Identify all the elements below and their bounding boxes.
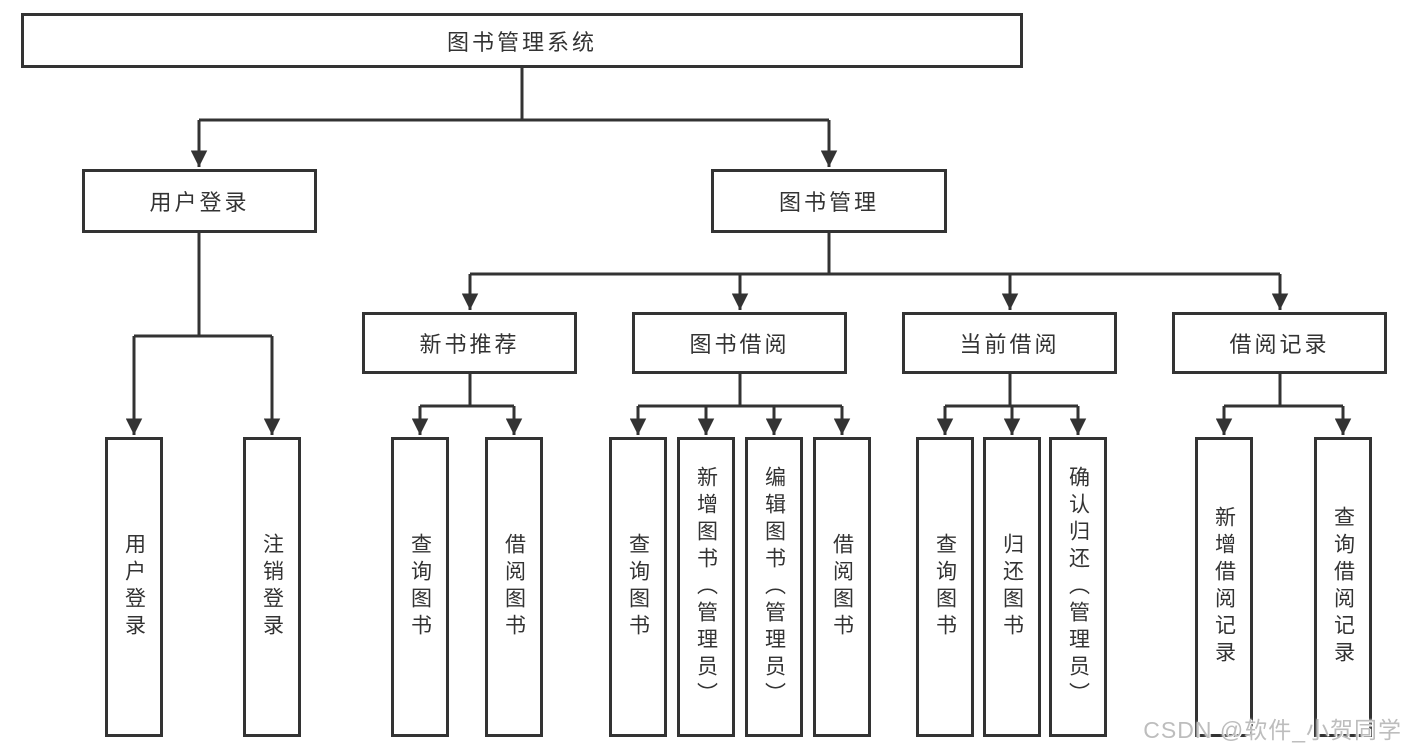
leaf-logout: 注销登录 bbox=[243, 437, 301, 737]
leaf-logout-label: 注销登录 bbox=[260, 533, 284, 641]
leaf-current-query-book: 查询图书 bbox=[916, 437, 974, 737]
leaf-recommend-query-book-label: 查询图书 bbox=[408, 533, 432, 641]
leaf-current-confirm-return-admin-label: 确认归还（管理员） bbox=[1066, 465, 1090, 709]
borrow-children-connector bbox=[629, 374, 851, 435]
node-borrow-record: 借阅记录 bbox=[1172, 312, 1387, 374]
leaf-record-add-borrow-record-label: 新增借阅记录 bbox=[1212, 506, 1236, 668]
csdn-watermark: CSDN @软件_小贺同学 bbox=[1143, 717, 1402, 743]
leaf-user-login: 用户登录 bbox=[105, 437, 163, 737]
node-current-borrow: 当前借阅 bbox=[902, 312, 1117, 374]
leaf-record-query-borrow-record-label: 查询借阅记录 bbox=[1331, 506, 1355, 668]
leaf-record-add-borrow-record: 新增借阅记录 bbox=[1195, 437, 1253, 737]
leaf-recommend-borrow-book-label: 借阅图书 bbox=[502, 533, 526, 641]
leaf-recommend-borrow-book: 借阅图书 bbox=[485, 437, 543, 737]
leaf-current-return-book-label: 归还图书 bbox=[1000, 533, 1024, 641]
leaf-record-query-borrow-record: 查询借阅记录 bbox=[1314, 437, 1372, 737]
node-book-management: 图书管理 bbox=[711, 169, 947, 233]
leaf-current-confirm-return-admin: 确认归还（管理员） bbox=[1049, 437, 1107, 737]
leaf-borrow-query-book: 查询图书 bbox=[609, 437, 667, 737]
leaf-borrow-borrow-book: 借阅图书 bbox=[813, 437, 871, 737]
leaf-borrow-add-book-admin: 新增图书（管理员） bbox=[677, 437, 735, 737]
login-children-connector bbox=[125, 233, 281, 435]
leaf-current-query-book-label: 查询图书 bbox=[933, 533, 957, 641]
current-children-connector bbox=[936, 374, 1087, 435]
leaf-current-return-book: 归还图书 bbox=[983, 437, 1041, 737]
node-root-library-system: 图书管理系统 bbox=[21, 13, 1023, 68]
record-children-connector bbox=[1215, 374, 1352, 435]
node-user-login: 用户登录 bbox=[82, 169, 317, 233]
leaf-user-login-label: 用户登录 bbox=[122, 533, 146, 641]
leaf-borrow-borrow-book-label: 借阅图书 bbox=[830, 533, 854, 641]
node-new-book-recommend: 新书推荐 bbox=[362, 312, 577, 374]
leaf-recommend-query-book: 查询图书 bbox=[391, 437, 449, 737]
leaf-borrow-edit-book-admin: 编辑图书（管理员） bbox=[745, 437, 803, 737]
leaf-borrow-add-book-admin-label: 新增图书（管理员） bbox=[694, 465, 718, 709]
leaf-borrow-edit-book-admin-label: 编辑图书（管理员） bbox=[762, 465, 786, 709]
mgmt-to-level3-connector bbox=[461, 233, 1289, 310]
root-to-level2-connector bbox=[190, 68, 838, 167]
recommend-children-connector bbox=[411, 374, 523, 435]
leaf-borrow-query-book-label: 查询图书 bbox=[626, 533, 650, 641]
node-book-borrow: 图书借阅 bbox=[632, 312, 847, 374]
